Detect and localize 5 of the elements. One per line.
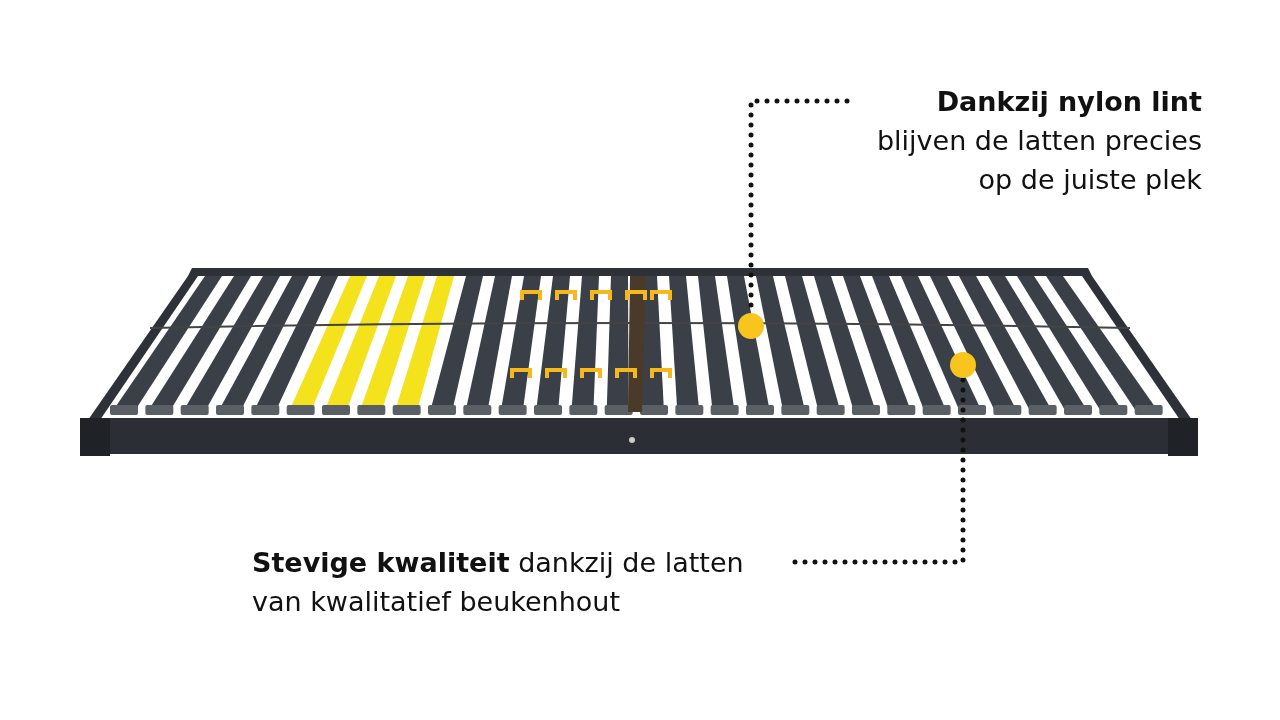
marker-dot [738,313,764,339]
callout-heading: Dankzij nylon lint [935,85,1202,119]
callout-text: Stevige kwaliteit dankzij de latten van kwalitatief beukenhout [252,546,745,619]
leader-line [792,375,966,565]
callout-text: blijven de latten precies op de juiste plek [875,124,1202,197]
